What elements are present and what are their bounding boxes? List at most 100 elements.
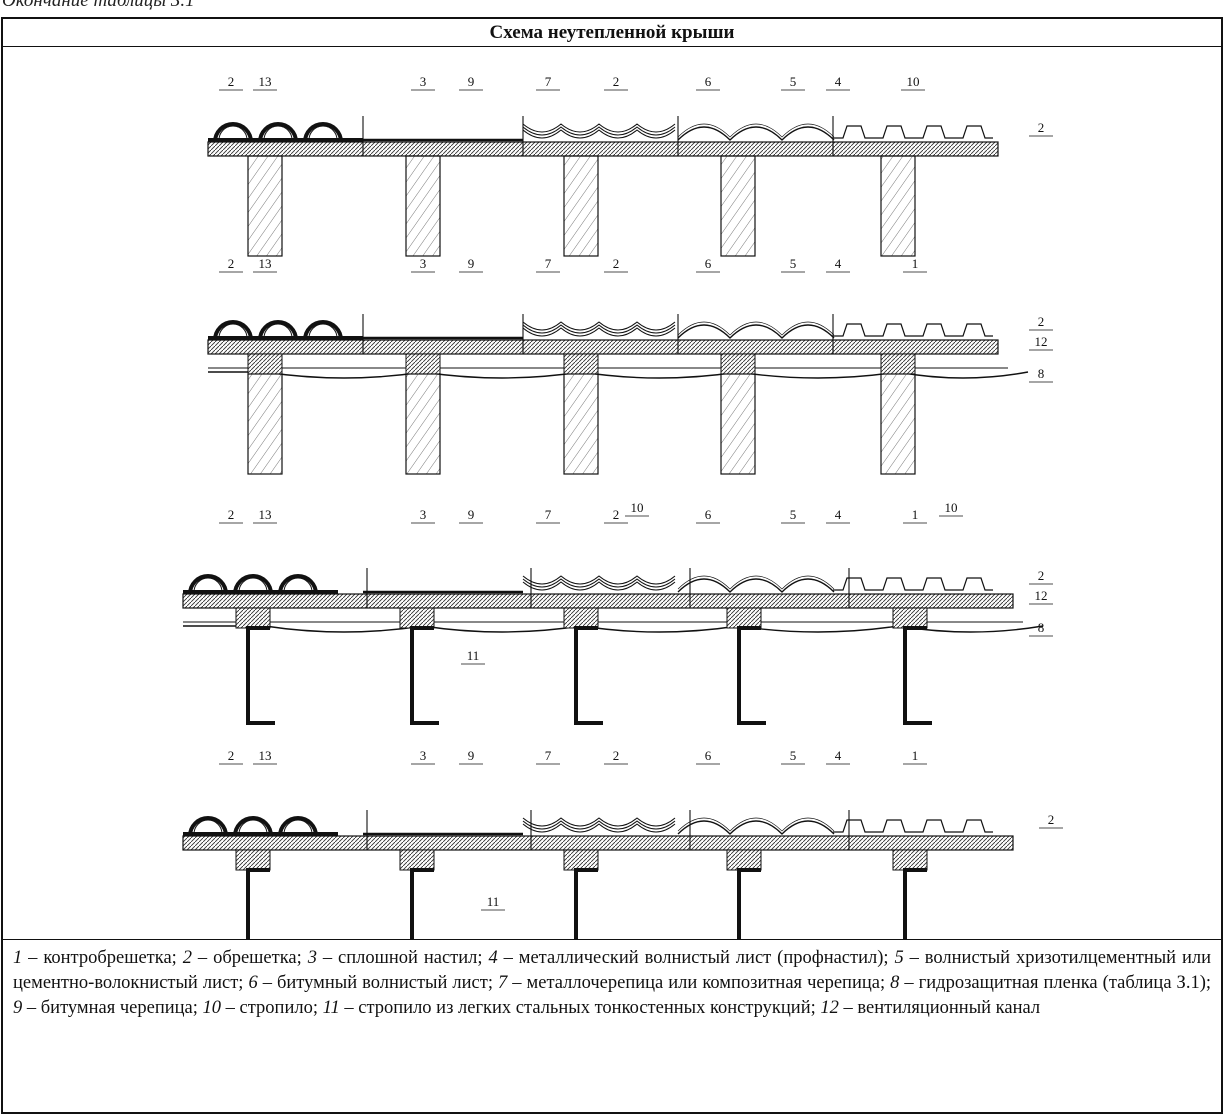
timber-rafter	[405, 373, 441, 475]
corrugated-sheet	[677, 324, 835, 339]
tile-arc-inner	[218, 125, 248, 141]
corrugated-sheet	[677, 578, 835, 593]
counter-batten	[892, 607, 928, 629]
callout-number: 5	[790, 256, 797, 271]
counter-batten	[880, 353, 916, 375]
callout-number: 7	[545, 74, 552, 89]
tile-arc-inner	[193, 577, 223, 593]
counter-batten	[399, 849, 435, 871]
legend-item-4: 4 – металлический волнистый лист (профна…	[488, 948, 895, 968]
callout-number: 13	[259, 256, 272, 271]
timber-rafter	[247, 155, 283, 257]
sheathing-band	[182, 593, 1014, 609]
callout-number: 10	[907, 74, 920, 89]
callout-number: 9	[468, 507, 475, 522]
timber-rafter	[720, 155, 756, 257]
callout-number: 13	[259, 507, 272, 522]
callout-number: 2	[228, 256, 235, 271]
legend-item-12: 12 – вентиляционный канал	[820, 998, 1041, 1018]
callout-number: 6	[705, 748, 712, 763]
counter-batten	[563, 849, 599, 871]
counter-batten	[726, 849, 762, 871]
callout-number: 9	[468, 74, 475, 89]
profiled-sheet	[833, 125, 993, 139]
table-continuation-caption: Окончание таблицы З.1	[2, 0, 195, 11]
tile-arc-inner	[308, 125, 338, 141]
timber-rafter	[563, 373, 599, 475]
callout-number: 10	[945, 500, 958, 515]
legend-item-3: 3 – сплошной настил;	[307, 948, 489, 968]
legend-item-6: 6 – битумный волнистый лист;	[248, 973, 498, 993]
callout-number: 2	[1048, 812, 1055, 827]
tile-arc-inner	[308, 323, 338, 339]
metal-tile-wave	[522, 327, 676, 337]
metal-tile-wave	[522, 123, 676, 133]
callout-number: 2	[1038, 314, 1045, 329]
legend-item-10: 10 – стропило;	[202, 998, 323, 1018]
roof-scheme-row-2	[207, 314, 1029, 475]
steel-rafter	[410, 868, 434, 939]
timber-rafter	[405, 155, 441, 257]
callout-number: 11	[487, 894, 500, 909]
roof-scheme-row-3	[182, 568, 1044, 725]
callout-number: 6	[705, 507, 712, 522]
corrugated-sheet-outline	[677, 321, 835, 336]
profiled-sheet	[833, 577, 993, 591]
tile-arc	[258, 122, 298, 143]
callout-number: 7	[545, 748, 552, 763]
tile-arc	[278, 816, 318, 837]
callout-number: 1	[912, 748, 919, 763]
metal-tile-wave	[522, 129, 676, 139]
tile-arc	[278, 574, 318, 595]
legend-item-5: 5 – волнистый хризотилцементный или цеме…	[13, 948, 1211, 993]
sheathing-band	[207, 339, 999, 355]
callout-number: 2	[1038, 120, 1045, 135]
steel-rafter	[574, 868, 598, 939]
steel-rafter	[903, 626, 932, 725]
tile-arc-inner	[283, 819, 313, 835]
tile-arc	[188, 574, 228, 595]
callout-number: 4	[835, 748, 842, 763]
counter-batten	[892, 849, 928, 871]
timber-rafter	[563, 155, 599, 257]
corrugated-sheet-outline	[677, 575, 835, 590]
callout-number: 2	[1038, 568, 1045, 583]
callout-number: 11	[467, 648, 480, 663]
callout-number: 3	[420, 748, 427, 763]
callout-number: 8	[1038, 620, 1045, 635]
timber-rafter	[720, 373, 756, 475]
legend-item-8: 8 – гидрозащитная пленка (таблица З.1);	[890, 973, 1211, 993]
callout-number: 2	[613, 507, 620, 522]
tile-arc-inner	[283, 577, 313, 593]
callout-number: 5	[790, 507, 797, 522]
counter-batten	[235, 849, 271, 871]
callout-number: 13	[259, 748, 272, 763]
counter-batten	[563, 607, 599, 629]
tile-arc-inner	[218, 323, 248, 339]
steel-rafter	[737, 868, 761, 939]
callout-number: 2	[228, 748, 235, 763]
timber-rafter	[880, 155, 916, 257]
tile-arc-inner	[263, 323, 293, 339]
tile-arc	[233, 574, 273, 595]
callout-number: 4	[835, 507, 842, 522]
callout-number: 7	[545, 256, 552, 271]
legend-item-11: 11 – стропило из легких стальных тонкост…	[322, 998, 821, 1018]
tile-arc	[233, 816, 273, 837]
legend-item-9: 9 – битумная черепица;	[13, 998, 203, 1018]
counter-batten	[235, 607, 271, 629]
tile-arc	[258, 320, 298, 341]
callout-number: 12	[1035, 334, 1048, 349]
tile-arc-inner	[238, 819, 268, 835]
callout-number: 6	[705, 256, 712, 271]
steel-rafter	[410, 626, 439, 725]
callout-number: 10	[631, 500, 644, 515]
roof-scheme-row-1	[207, 116, 999, 257]
sheathing-band	[182, 835, 1014, 851]
steel-rafter	[574, 626, 603, 725]
